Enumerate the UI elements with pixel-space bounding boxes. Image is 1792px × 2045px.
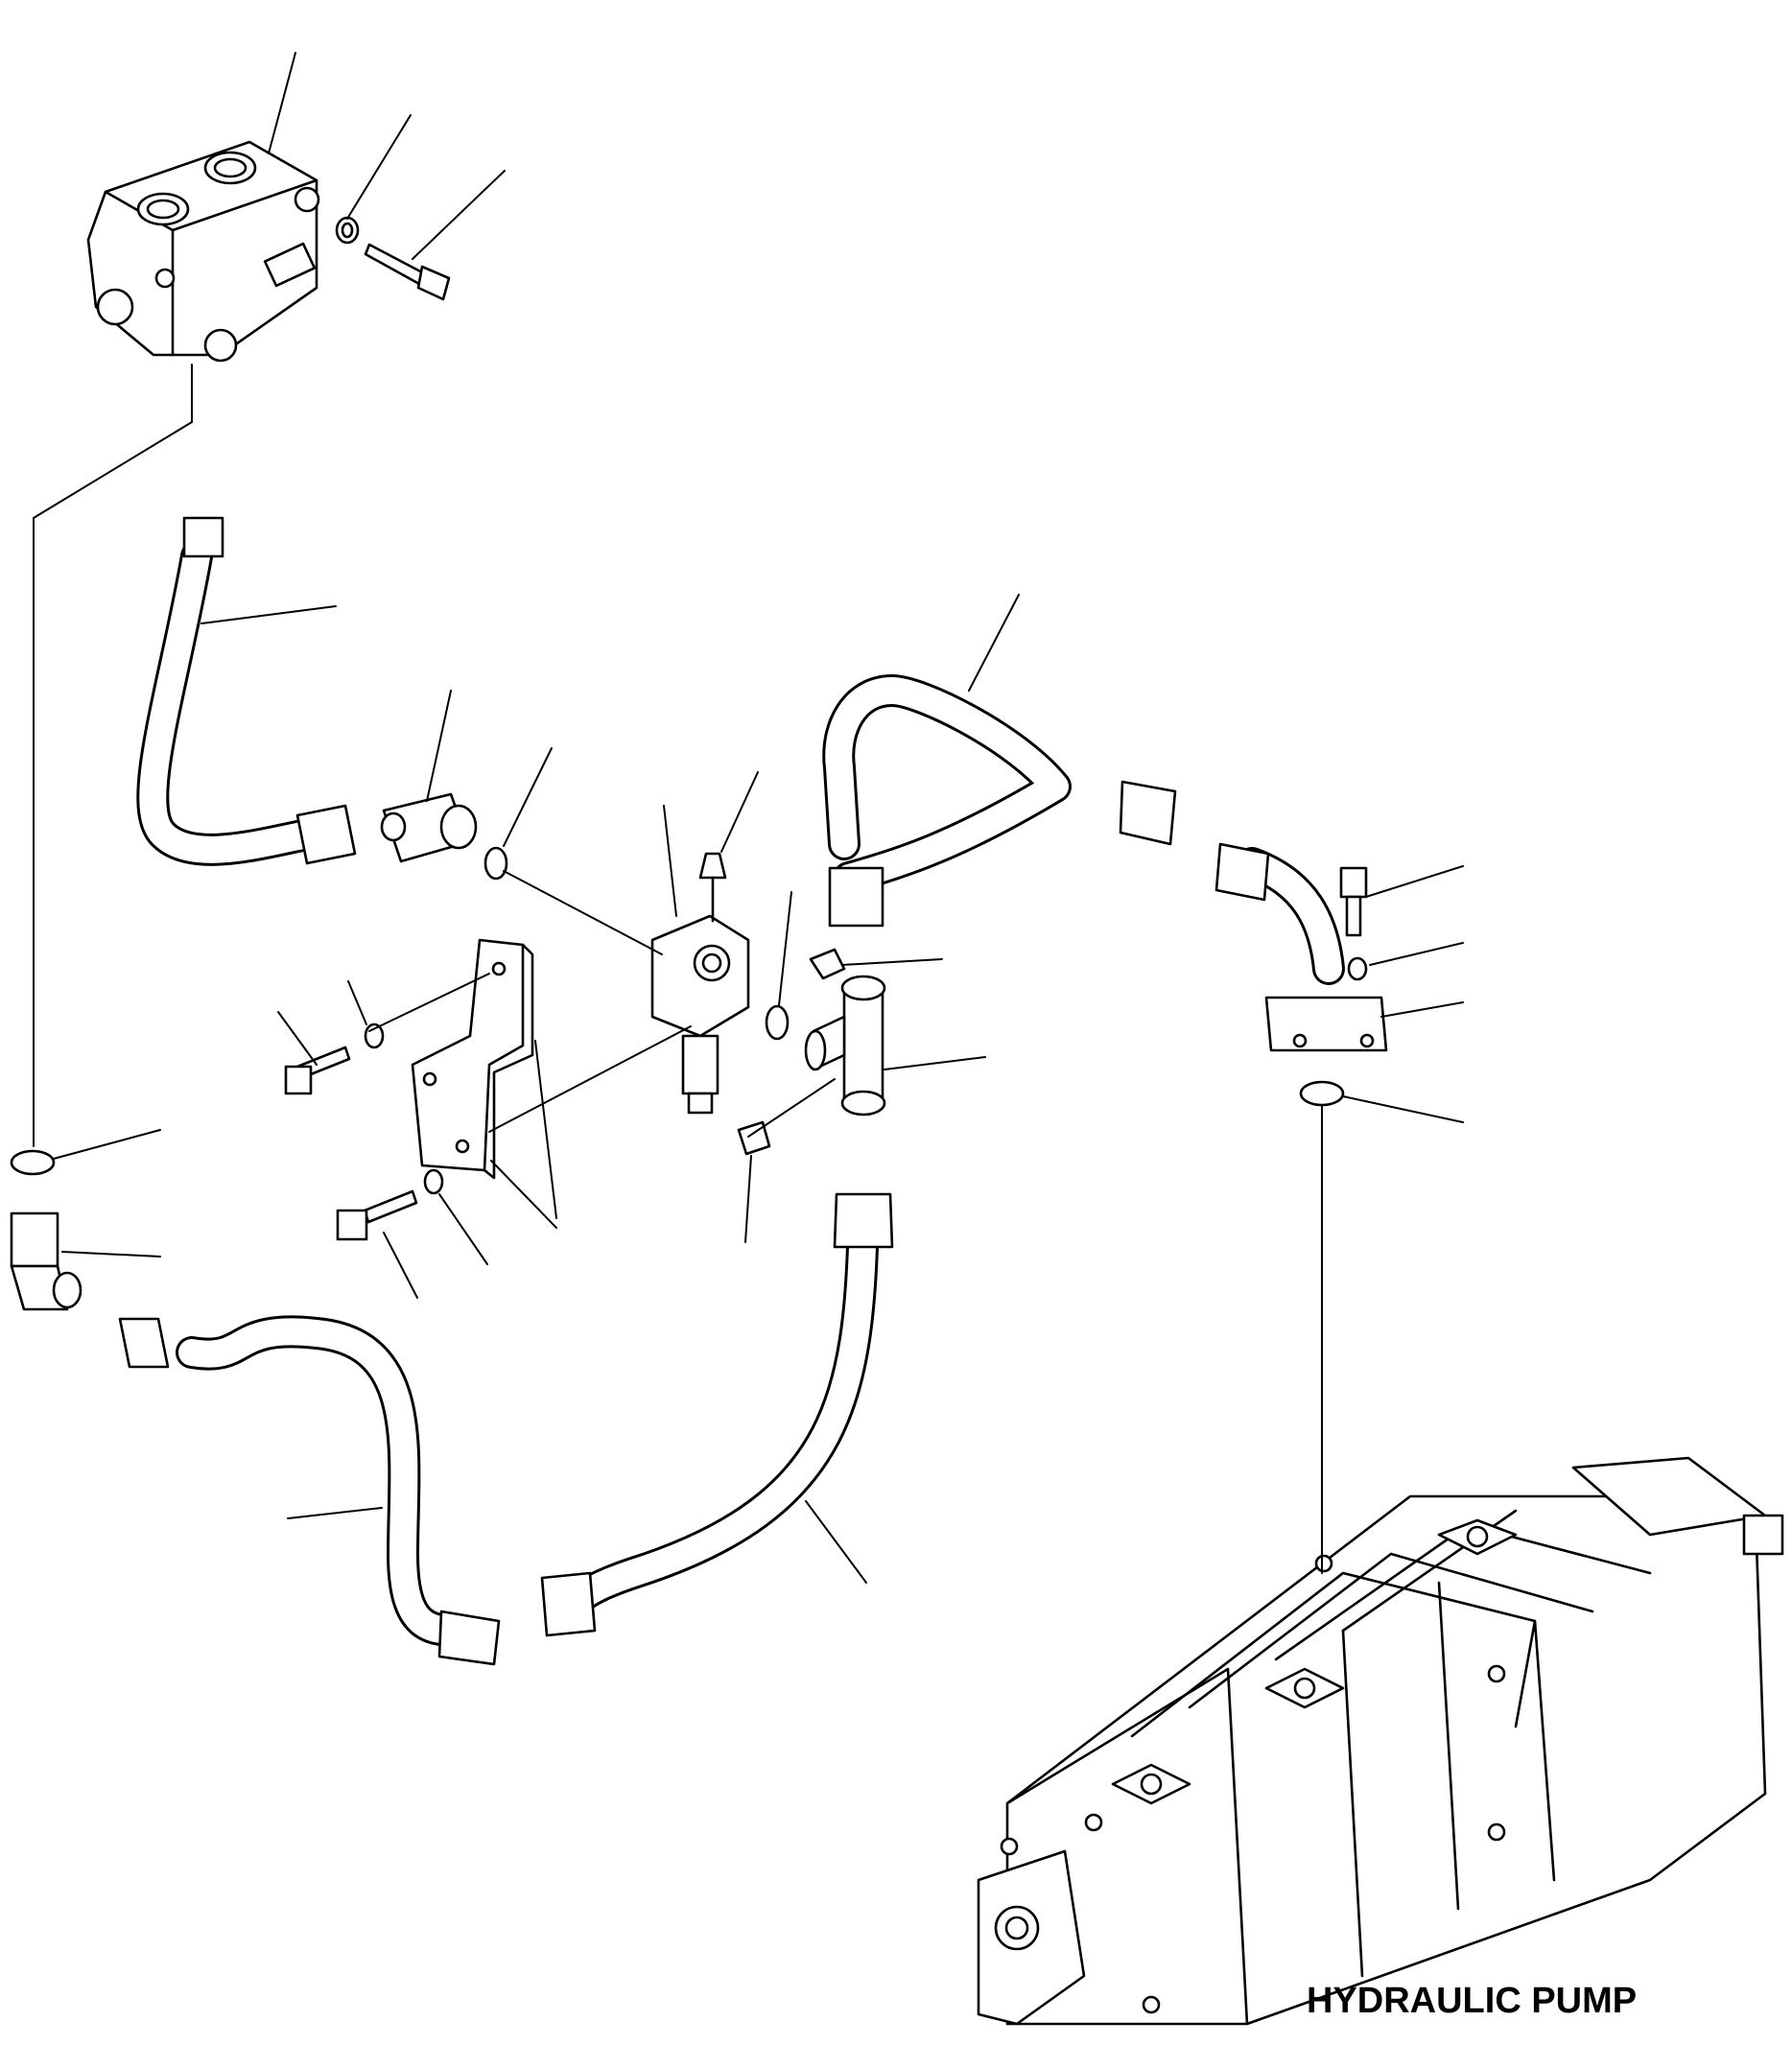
o-ring-small	[335, 216, 360, 245]
hose-upper-left	[136, 516, 357, 866]
elbow-left	[10, 1211, 83, 1311]
nut-small	[809, 948, 846, 980]
center-valve	[650, 852, 750, 1115]
o-ring-left	[10, 1149, 56, 1176]
washer-bracket-lower	[423, 1168, 444, 1195]
hydraulic-pump-label: HYDRAULIC PUMP	[1307, 1981, 1637, 2021]
callout-leaders	[53, 52, 1464, 1584]
elbow-flange	[1214, 842, 1388, 1052]
hose-lower-left	[118, 1315, 501, 1666]
hose-arch	[822, 674, 1177, 928]
connection-lines	[33, 364, 1323, 1574]
hydraulic-pump	[977, 1456, 1784, 2026]
hose-lower-right	[540, 1192, 894, 1637]
o-ring-flange	[1299, 1080, 1345, 1107]
plug-small	[737, 1120, 771, 1156]
o-ring-right-of-valve	[765, 1004, 790, 1041]
mounting-bracket	[411, 938, 534, 1180]
bolt-bracket-upper	[284, 1046, 351, 1095]
bolt-top	[364, 243, 451, 301]
bolt-flange	[1339, 866, 1368, 937]
valve-block	[86, 140, 320, 363]
washer-bracket-upper	[364, 1022, 385, 1049]
elbow-fitting	[380, 792, 478, 863]
tee-fitting	[804, 975, 886, 1117]
o-ring-mid	[483, 846, 508, 881]
bolt-bracket-lower	[336, 1189, 418, 1241]
washer-flange	[1347, 956, 1368, 981]
